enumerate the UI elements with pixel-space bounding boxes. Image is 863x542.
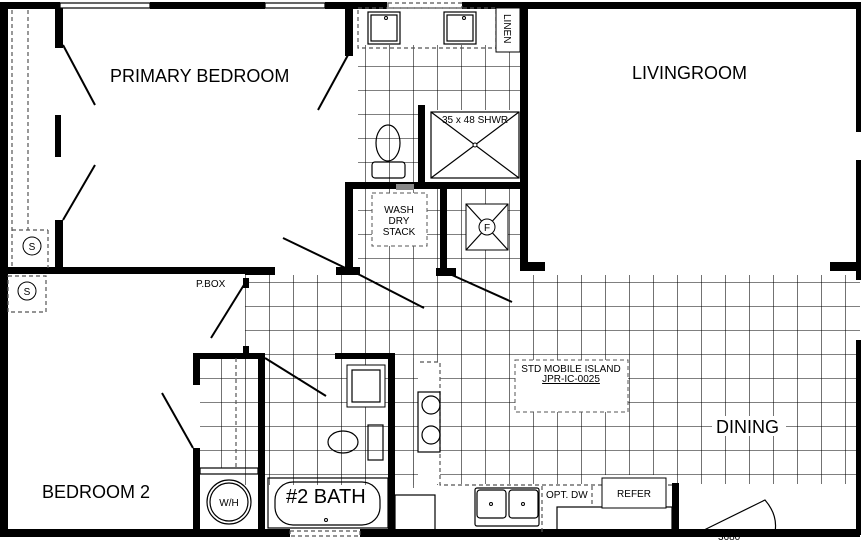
wash-label: WASH [384, 205, 414, 216]
furnace-label: F [484, 223, 490, 234]
primary-closet [11, 10, 49, 268]
linen-label: LINEN [501, 14, 512, 43]
refer-label: REFER [617, 489, 651, 500]
door-code-label: 3680 [718, 532, 741, 542]
smoke-label: S [29, 242, 36, 253]
dry-label: DRY [389, 216, 410, 227]
primary-bedroom-label: PRIMARY BEDROOM [110, 66, 289, 86]
stack-label: STACK [383, 227, 416, 238]
pbox-label: P.BOX [196, 279, 226, 290]
washer-dryer: WASH DRY STACK [371, 192, 428, 247]
water-heater-label: W/H [219, 498, 238, 509]
smoke-detector-icon: S [7, 275, 47, 313]
kitchen-sink [474, 487, 540, 527]
kitchen: OPT. DW REFER STD MOBILE ISLAND JPR-IC-0… [394, 359, 741, 542]
refrigerator: REFER [601, 477, 667, 509]
bath-2-label: #2 BATH [286, 486, 366, 508]
door-swings [62, 44, 777, 533]
smoke-detector-icon: S [22, 236, 42, 256]
primary-bath: LINEN 35 x 48 SHWR WASH DRY STACK F [357, 7, 521, 251]
island-label: STD MOBILE ISLAND [521, 364, 620, 375]
bedroom-2-label: BEDROOM 2 [42, 482, 150, 502]
smoke-label: S [24, 287, 31, 298]
shower: 35 x 48 SHWR [430, 111, 520, 179]
shower-label: 35 x 48 SHWR [442, 115, 508, 126]
island-code: JPR-IC-0025 [542, 374, 600, 385]
bath-2: W/H [199, 358, 389, 529]
toilet-icon [371, 124, 406, 179]
furnace: F [465, 203, 509, 251]
island: STD MOBILE ISLAND JPR-IC-0025 [514, 359, 629, 413]
interior-walls [0, 8, 860, 533]
dishwasher-label: OPT. DW [546, 490, 588, 501]
livingroom-label: LIVINGROOM [632, 63, 747, 83]
dining-label: DINING [716, 417, 779, 437]
